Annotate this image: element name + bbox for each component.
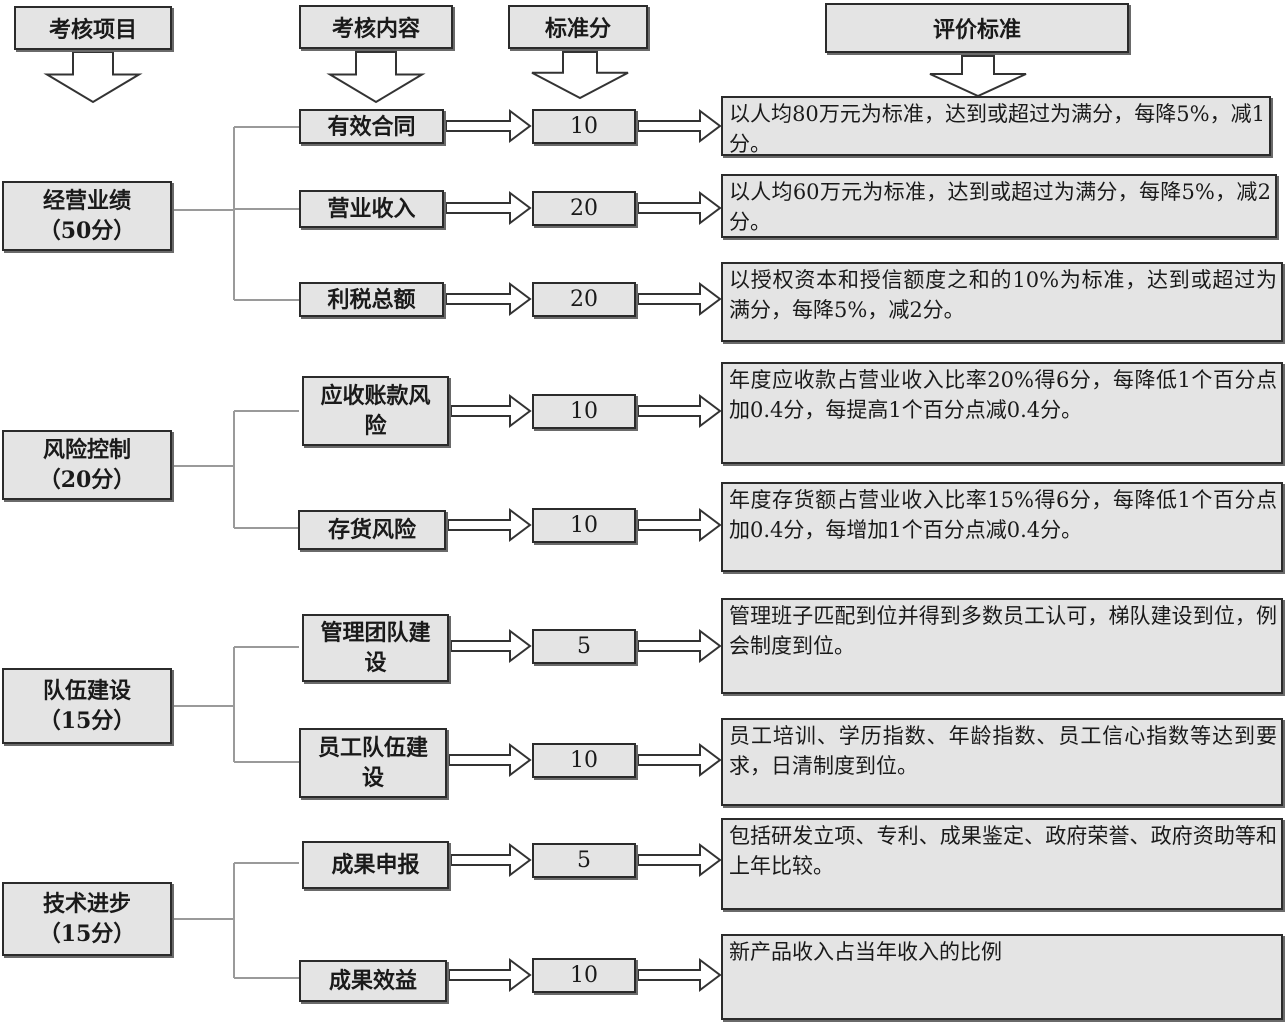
down-arrow-icon (43, 51, 143, 104)
right-arrow-icon (637, 958, 722, 992)
right-arrow-icon (637, 629, 722, 663)
header-score: 标准分 (508, 5, 648, 49)
right-arrow-icon (637, 843, 722, 877)
criteria-box: 以人均60万元为标准，达到或超过为满分，每降5%，减2分。 (721, 174, 1277, 238)
header-project: 考核项目 (14, 6, 172, 50)
score-box: 10 (532, 508, 636, 543)
category-box: 技术进步 （15分） (2, 882, 172, 956)
header-content: 考核内容 (299, 5, 453, 49)
item-box: 利税总额 (299, 282, 444, 317)
category-name: 队伍建设 (42, 678, 131, 704)
category-box: 队伍建设 （15分） (2, 668, 172, 744)
criteria-box: 管理班子匹配到位并得到多数员工认可，梯队建设到位，例会制度到位。 (721, 598, 1283, 694)
category-name: 风险控制 (42, 437, 131, 463)
item-box: 管理团队建设 (302, 614, 449, 682)
right-arrow-icon (637, 394, 722, 428)
category-name: 技术进步 (42, 891, 131, 917)
right-arrow-icon (448, 743, 532, 777)
item-box: 员工队伍建设 (299, 728, 447, 798)
score-box: 5 (532, 629, 636, 664)
item-box: 营业收入 (299, 190, 444, 228)
category-points: （15分） (38, 708, 136, 734)
criteria-box: 以人均80万元为标准，达到或超过为满分，每降5%，减1分。 (721, 96, 1271, 156)
score-box: 5 (532, 843, 636, 878)
header-criteria: 评价标准 (825, 3, 1129, 53)
criteria-box: 包括研发立项、专利、成果鉴定、政府荣誉、政府资助等和上年比较。 (721, 818, 1283, 910)
right-arrow-icon (445, 282, 532, 316)
criteria-box: 以授权资本和授信额度之和的10%为标准，达到或超过为满分，每降5%，减2分。 (721, 262, 1283, 342)
category-points: （20分） (38, 467, 136, 493)
right-arrow-icon (450, 394, 532, 428)
right-arrow-icon (447, 508, 532, 542)
category-box: 风险控制 （20分） (2, 430, 172, 500)
category-name: 经营业绩 (42, 188, 131, 214)
item-box: 成果申报 (302, 841, 449, 889)
category-box: 经营业绩 （50分） (2, 181, 172, 251)
item-box: 应收账款风险 (302, 376, 449, 446)
criteria-box: 员工培训、学历指数、年龄指数、员工信心指数等达到要求，日清制度到位。 (721, 718, 1283, 806)
score-box: 10 (532, 109, 636, 144)
down-arrow-icon (929, 55, 1027, 98)
right-arrow-icon (448, 958, 532, 992)
score-box: 20 (532, 191, 636, 226)
item-box: 成果效益 (299, 960, 447, 1002)
right-arrow-icon (450, 843, 532, 877)
item-box: 存货风险 (298, 510, 446, 550)
criteria-box: 新产品收入占当年收入的比例 (721, 934, 1283, 1020)
right-arrow-icon (637, 191, 722, 225)
score-box: 10 (532, 743, 636, 778)
category-points: （50分） (38, 218, 136, 244)
score-box: 20 (532, 282, 636, 317)
right-arrow-icon (637, 743, 722, 777)
right-arrow-icon (445, 191, 532, 225)
right-arrow-icon (450, 629, 532, 663)
score-box: 10 (532, 958, 636, 993)
right-arrow-icon (637, 109, 722, 143)
criteria-box: 年度存货额占营业收入比率15%得6分，每降低1个百分点加0.4分，每增加1个百分… (721, 482, 1283, 572)
right-arrow-icon (637, 508, 722, 542)
score-box: 10 (532, 394, 636, 429)
down-arrow-icon (326, 51, 426, 104)
right-arrow-icon (637, 282, 722, 316)
criteria-box: 年度应收款占营业收入比率20%得6分，每降低1个百分点加0.4分，每提高1个百分… (721, 362, 1283, 464)
down-arrow-icon (531, 51, 629, 100)
category-points: （15分） (38, 921, 136, 947)
item-box: 有效合同 (299, 109, 444, 144)
right-arrow-icon (445, 109, 532, 143)
